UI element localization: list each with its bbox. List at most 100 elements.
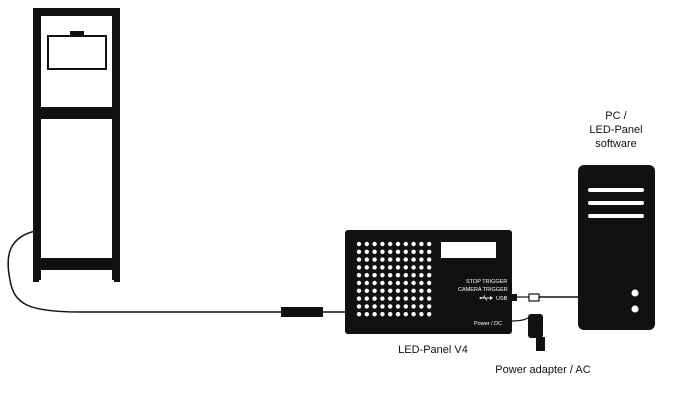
led-dot — [380, 288, 385, 293]
led-dot — [411, 288, 416, 293]
led-dot — [364, 249, 369, 254]
led-dot — [364, 312, 369, 317]
led-dot — [388, 304, 393, 309]
led-dot — [395, 280, 401, 286]
led-dot — [380, 280, 385, 286]
led-dot — [427, 296, 432, 301]
led-dot — [427, 280, 432, 286]
usb-label: USB — [496, 296, 508, 302]
led-dot — [356, 241, 362, 247]
led-dot — [419, 304, 424, 309]
led-dot — [380, 296, 385, 301]
led-dot — [419, 257, 424, 262]
led-dot — [427, 288, 432, 293]
led-dot — [356, 265, 362, 270]
stand-to-panel-cable — [7, 229, 281, 313]
led-dot — [380, 257, 385, 262]
usb-cable — [512, 293, 578, 302]
led-dot — [380, 265, 385, 270]
led-dot — [388, 296, 393, 301]
led-dot — [427, 241, 432, 247]
led-dot — [356, 273, 362, 278]
device-display — [441, 242, 496, 258]
led-dot — [372, 304, 377, 309]
power-adapter-label: Power adapter / AC — [495, 364, 591, 376]
led-dot — [411, 241, 416, 247]
led-dot — [403, 288, 408, 293]
led-dot — [356, 249, 362, 254]
led-dot — [411, 257, 416, 262]
led-dot — [403, 296, 408, 301]
led-dot — [403, 280, 408, 286]
led-dot — [356, 280, 362, 286]
pc-tower — [578, 165, 655, 330]
led-dot — [403, 257, 408, 262]
power-adapter — [511, 314, 545, 351]
power-dc-label: Power / DC — [474, 321, 502, 327]
led-dot — [395, 241, 401, 247]
led-dot — [427, 273, 432, 278]
led-dot — [364, 280, 369, 286]
device-label: LED-Panel V4 — [398, 344, 468, 356]
led-dot — [388, 257, 393, 262]
led-dot — [411, 296, 416, 301]
led-dot — [419, 312, 424, 317]
led-dot — [372, 265, 377, 270]
led-dot — [372, 257, 377, 262]
led-dot — [411, 249, 416, 254]
led-dot — [403, 304, 408, 309]
led-dot — [419, 249, 424, 254]
led-dot — [364, 241, 369, 247]
cable-ferrite — [281, 307, 323, 317]
led-dot — [419, 265, 424, 270]
led-dot — [403, 265, 408, 270]
led-dot — [356, 288, 362, 293]
led-dot — [427, 265, 432, 270]
led-dot — [380, 249, 385, 254]
led-dot — [380, 312, 385, 317]
led-dot — [411, 273, 416, 278]
led-dot — [419, 296, 424, 301]
led-dot — [372, 296, 377, 301]
pc-label-line2: LED-Panel — [589, 124, 643, 136]
led-dot — [403, 241, 408, 247]
led-dot — [356, 296, 362, 301]
led-dot — [419, 273, 424, 278]
led-dot — [356, 312, 362, 317]
pc-label-line1: PC / — [605, 110, 627, 122]
led-dot — [419, 280, 424, 286]
led-dot — [372, 288, 377, 293]
led-dot — [380, 304, 385, 309]
led-dot — [380, 273, 385, 278]
led-dot — [403, 312, 408, 317]
led-dot — [395, 273, 401, 278]
led-dot — [356, 304, 362, 309]
led-dot — [419, 288, 424, 293]
led-dot — [395, 265, 401, 270]
led-dot — [403, 249, 408, 254]
led-dot — [380, 241, 385, 247]
led-dot — [388, 249, 393, 254]
camera-trigger-label: CAMERA TRIGGER — [458, 287, 508, 293]
led-dot — [395, 249, 401, 254]
usb-icon — [479, 295, 493, 301]
led-dot — [372, 249, 377, 254]
stand-frame — [33, 8, 120, 282]
stop-trigger-label: STOP TRIGGER — [466, 279, 507, 285]
led-dot — [411, 265, 416, 270]
led-dot — [427, 257, 432, 262]
led-dot — [411, 280, 416, 286]
led-dot — [388, 280, 393, 286]
led-dot — [388, 273, 393, 278]
led-dot — [388, 288, 393, 293]
camera-mount — [47, 31, 107, 70]
led-dot — [372, 280, 377, 286]
led-dot — [427, 312, 432, 317]
led-panel-device: STOP TRIGGER CAMERA TRIGGER USB Power / … — [345, 230, 512, 334]
led-dot — [372, 312, 377, 317]
led-dot — [395, 304, 401, 309]
led-dot — [419, 241, 424, 247]
led-dot — [427, 304, 432, 309]
led-dot — [364, 265, 369, 270]
